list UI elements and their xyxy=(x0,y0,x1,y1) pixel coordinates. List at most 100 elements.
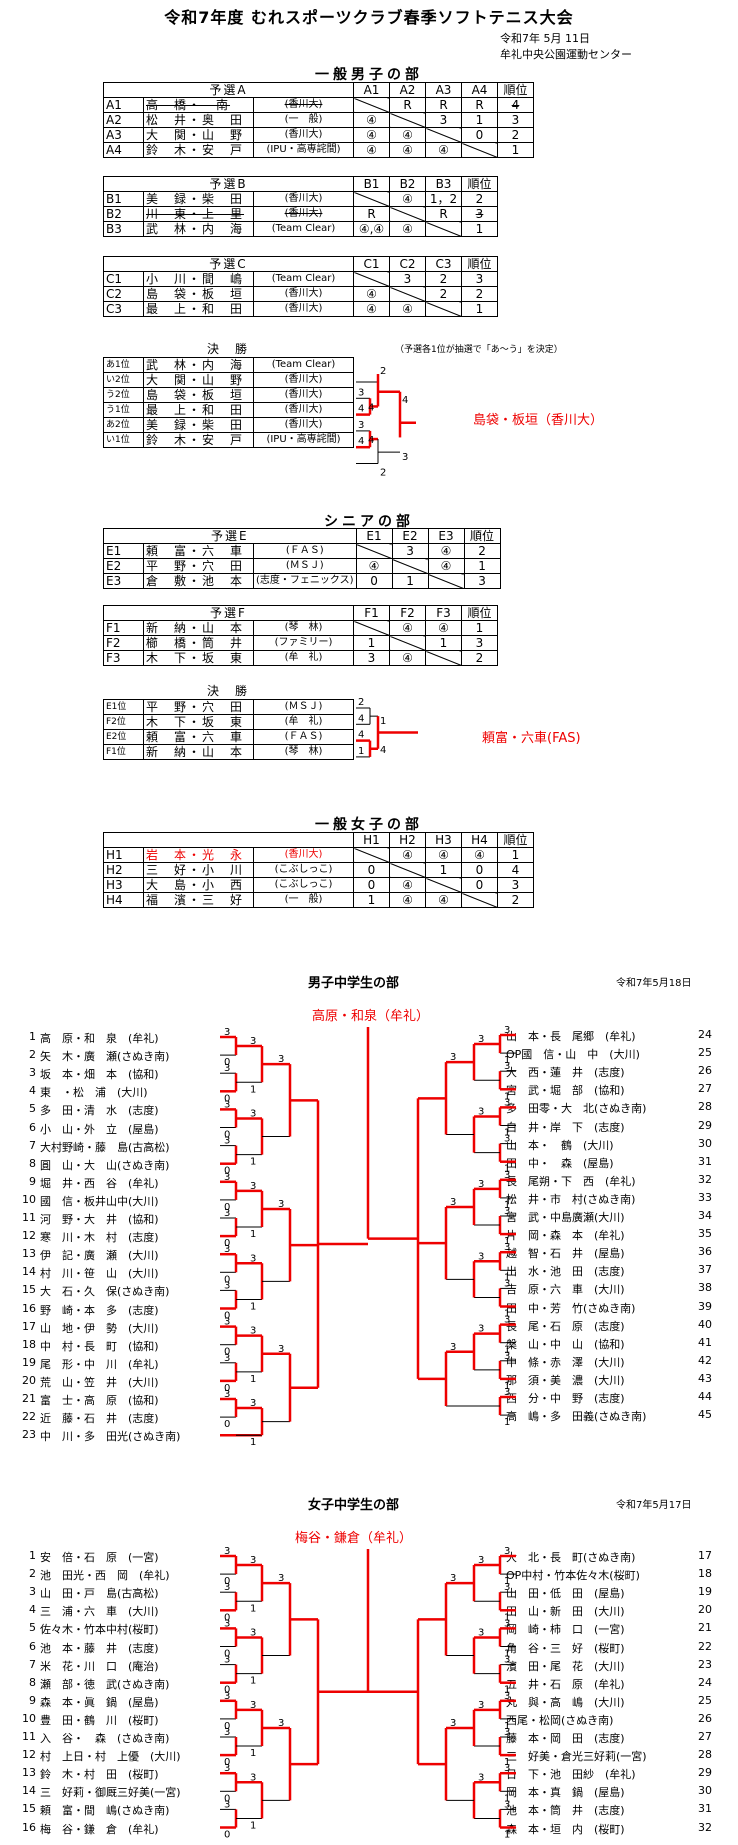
column-header: H2 xyxy=(389,832,426,848)
entry-number: 25 xyxy=(698,1046,712,1060)
row-id: A1 xyxy=(103,97,144,113)
score-cell: 1 xyxy=(497,847,534,863)
score-cell: ④ xyxy=(353,112,390,128)
column-header: E1 xyxy=(355,528,393,544)
score-cell: R xyxy=(353,206,390,222)
team-name: (Team Clear) xyxy=(253,271,354,287)
column-header: E2 xyxy=(391,528,429,544)
entry-number: 18 xyxy=(22,1337,36,1351)
score-cell: ④ xyxy=(389,847,426,863)
bracket-entry: 尾 形・中 川 (牟礼) xyxy=(40,1357,159,1371)
entry-number: 9 xyxy=(29,1693,36,1707)
bracket-entry: 安 倍・石 原 (一宮) xyxy=(40,1551,159,1564)
bracket-entry: 入 谷・ 森 (さぬき南) xyxy=(40,1732,170,1745)
row-id: H2 xyxy=(103,862,144,878)
pair-name: 平 野・穴 田 xyxy=(143,699,254,715)
score-cell: 1 xyxy=(391,573,429,589)
final-label: 決 勝 xyxy=(206,684,249,698)
entry-number: 30 xyxy=(698,1136,712,1150)
entry-number: 45 xyxy=(698,1408,712,1422)
bracket-score: 3 xyxy=(402,452,408,463)
score-cell: ④ xyxy=(425,142,462,158)
bracket-score: 0 xyxy=(224,1166,230,1177)
bracket-entry: 高 原・和 泉 (牟礼) xyxy=(40,1032,159,1045)
bracket-score: 3 xyxy=(478,1106,484,1117)
column-header: A3 xyxy=(425,82,462,98)
bracket-score: 1 xyxy=(250,1676,256,1687)
entry-number: 13 xyxy=(22,1766,36,1780)
pair-name: 美 録・柴 田 xyxy=(143,417,254,433)
bracket-score: 3 xyxy=(250,1627,256,1638)
bracket-entry: 越 智・石 井 (屋島) xyxy=(506,1247,625,1261)
bracket-entry: 荒 山・笠 井 (大川) xyxy=(40,1375,159,1389)
bracket-entry: 梅 谷・鎌 倉 (牟礼) xyxy=(40,1822,159,1836)
bracket-score: 3 xyxy=(478,1627,484,1638)
score-cell: ④ xyxy=(425,847,462,863)
bracket-score: 3 xyxy=(224,1546,230,1557)
score-cell: R xyxy=(425,206,462,222)
bracket-score: 0 xyxy=(224,1612,230,1623)
column-header: 順位 xyxy=(461,176,498,192)
bracket-entry: 宮 武・堀 部 (協和) xyxy=(506,1084,625,1098)
score-cell: 2 xyxy=(425,271,462,287)
score-cell: ④ xyxy=(353,127,390,143)
final-row: い1位鈴 木・安 戸(IPU・高専詫間) xyxy=(103,432,354,448)
section-title-senior: シニアの部 xyxy=(324,514,414,530)
row-id: H1 xyxy=(103,847,144,863)
entry-number: 16 xyxy=(22,1820,36,1834)
boys-title: 男子中学生の部 xyxy=(308,976,400,991)
bracket-score: 0 xyxy=(224,1721,230,1732)
bracket-score: 3 xyxy=(250,1326,256,1337)
entry-number: 30 xyxy=(698,1784,712,1798)
score-cell xyxy=(391,558,429,574)
column-header: 順位 xyxy=(497,832,534,848)
score-cell: 2 xyxy=(497,127,534,143)
entry-number: 15 xyxy=(22,1283,36,1297)
bracket-score: 3 xyxy=(224,1799,230,1810)
team-name: (香川大) xyxy=(253,286,354,302)
bracket-entry: 瀬 部・徳 武(さぬき南) xyxy=(40,1677,170,1691)
pair-name: 福 濱・三 好 xyxy=(143,892,254,908)
bracket-score: 0 xyxy=(224,1757,230,1768)
bracket-score: 0 xyxy=(224,1649,230,1660)
bracket-entry: 山 田・低 田 (屋島) xyxy=(506,1587,625,1601)
score-cell: ④ xyxy=(427,543,465,559)
bracket-score: 0 xyxy=(224,1093,230,1104)
score-cell: 1 xyxy=(461,112,498,128)
row-id: F3 xyxy=(103,650,144,666)
final-row: F1位新 納・山 本(琴 林) xyxy=(103,744,354,760)
column-header: A2 xyxy=(389,82,426,98)
bracket-entry: 出 水・池 田 (志度) xyxy=(506,1265,625,1279)
bracket-score: 3 xyxy=(224,1208,230,1219)
score-cell: 1 xyxy=(461,301,498,317)
bracket-entry: 佐々木・竹本中村(桜町) xyxy=(40,1623,159,1637)
score-cell: ④ xyxy=(427,558,465,574)
event-date: 令和7年 5月 11日 xyxy=(500,32,590,45)
bracket-entry: 村 上日・村 上優 (大川) xyxy=(40,1750,181,1764)
team-name: (一 般) xyxy=(253,892,354,908)
group-label: 予選B xyxy=(103,176,354,192)
entry-number: 32 xyxy=(698,1820,712,1834)
team-name: (香川大) xyxy=(253,206,354,222)
pair-name: 頼 富・六 車 xyxy=(143,729,254,745)
team-name: (琴 林) xyxy=(253,744,354,760)
bracket-entry: 岡 本・真 鍋 (屋島) xyxy=(506,1786,625,1800)
entry-number: 28 xyxy=(698,1100,712,1114)
bracket-entry: 吉 原・六 車 (大川) xyxy=(506,1283,625,1297)
bracket-entry: 大村野崎・藤 島(古高松) xyxy=(40,1140,170,1154)
score-cell: ④ xyxy=(353,142,390,158)
score-cell: R xyxy=(389,97,426,113)
group-label xyxy=(103,832,354,848)
bracket-score: 0 xyxy=(224,1057,230,1068)
bracket-score: 0 xyxy=(224,1383,230,1394)
entry-number: 7 xyxy=(29,1138,36,1152)
pair-name: 頼 富・六 車 xyxy=(143,543,254,559)
team-name: (牟 礼) xyxy=(253,650,354,666)
entry-number: 23 xyxy=(698,1657,712,1671)
bracket-score: 1 xyxy=(250,1229,256,1240)
score-cell: 3 xyxy=(461,635,498,651)
